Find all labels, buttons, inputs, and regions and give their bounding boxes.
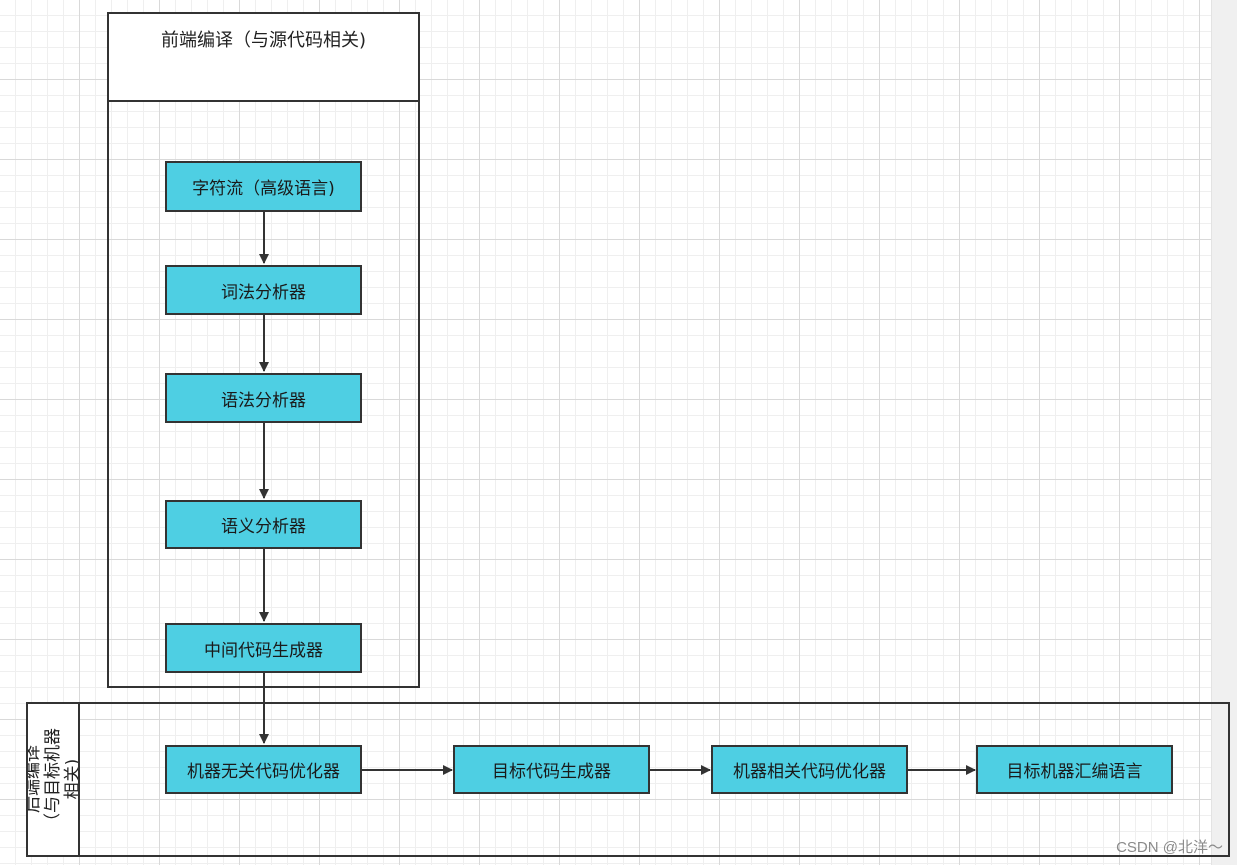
watermark: CSDN @北洋～ xyxy=(1116,839,1223,856)
node-intermediate-code-generator[interactable]: 中间代码生成器 xyxy=(165,623,362,673)
node-target-code-generator[interactable]: 目标代码生成器 xyxy=(453,745,650,794)
node-syntax-analyzer[interactable]: 语法分析器 xyxy=(165,373,362,423)
node-target-machine-assembly[interactable]: 目标机器汇编语言 xyxy=(976,745,1173,794)
frontend-compile-subheader xyxy=(109,64,418,102)
node-machine-dependent-optimizer[interactable]: 机器相关代码优化器 xyxy=(711,745,908,794)
frontend-compile-container[interactable]: 前端编译（与源代码相关) xyxy=(107,12,420,688)
node-semantic-analyzer[interactable]: 语义分析器 xyxy=(165,500,362,549)
node-lexical-analyzer[interactable]: 词法分析器 xyxy=(165,265,362,315)
node-character-stream[interactable]: 字符流（高级语言) xyxy=(165,161,362,212)
backend-compile-container[interactable]: 后端编译 （与目标机器 相关) xyxy=(26,702,1230,857)
vertical-scrollbar[interactable] xyxy=(1211,0,1237,865)
backend-compile-title: 后端编译 （与目标机器 相关) xyxy=(28,704,80,855)
frontend-compile-title: 前端编译（与源代码相关) xyxy=(109,14,418,66)
node-machine-independent-optimizer[interactable]: 机器无关代码优化器 xyxy=(165,745,362,794)
